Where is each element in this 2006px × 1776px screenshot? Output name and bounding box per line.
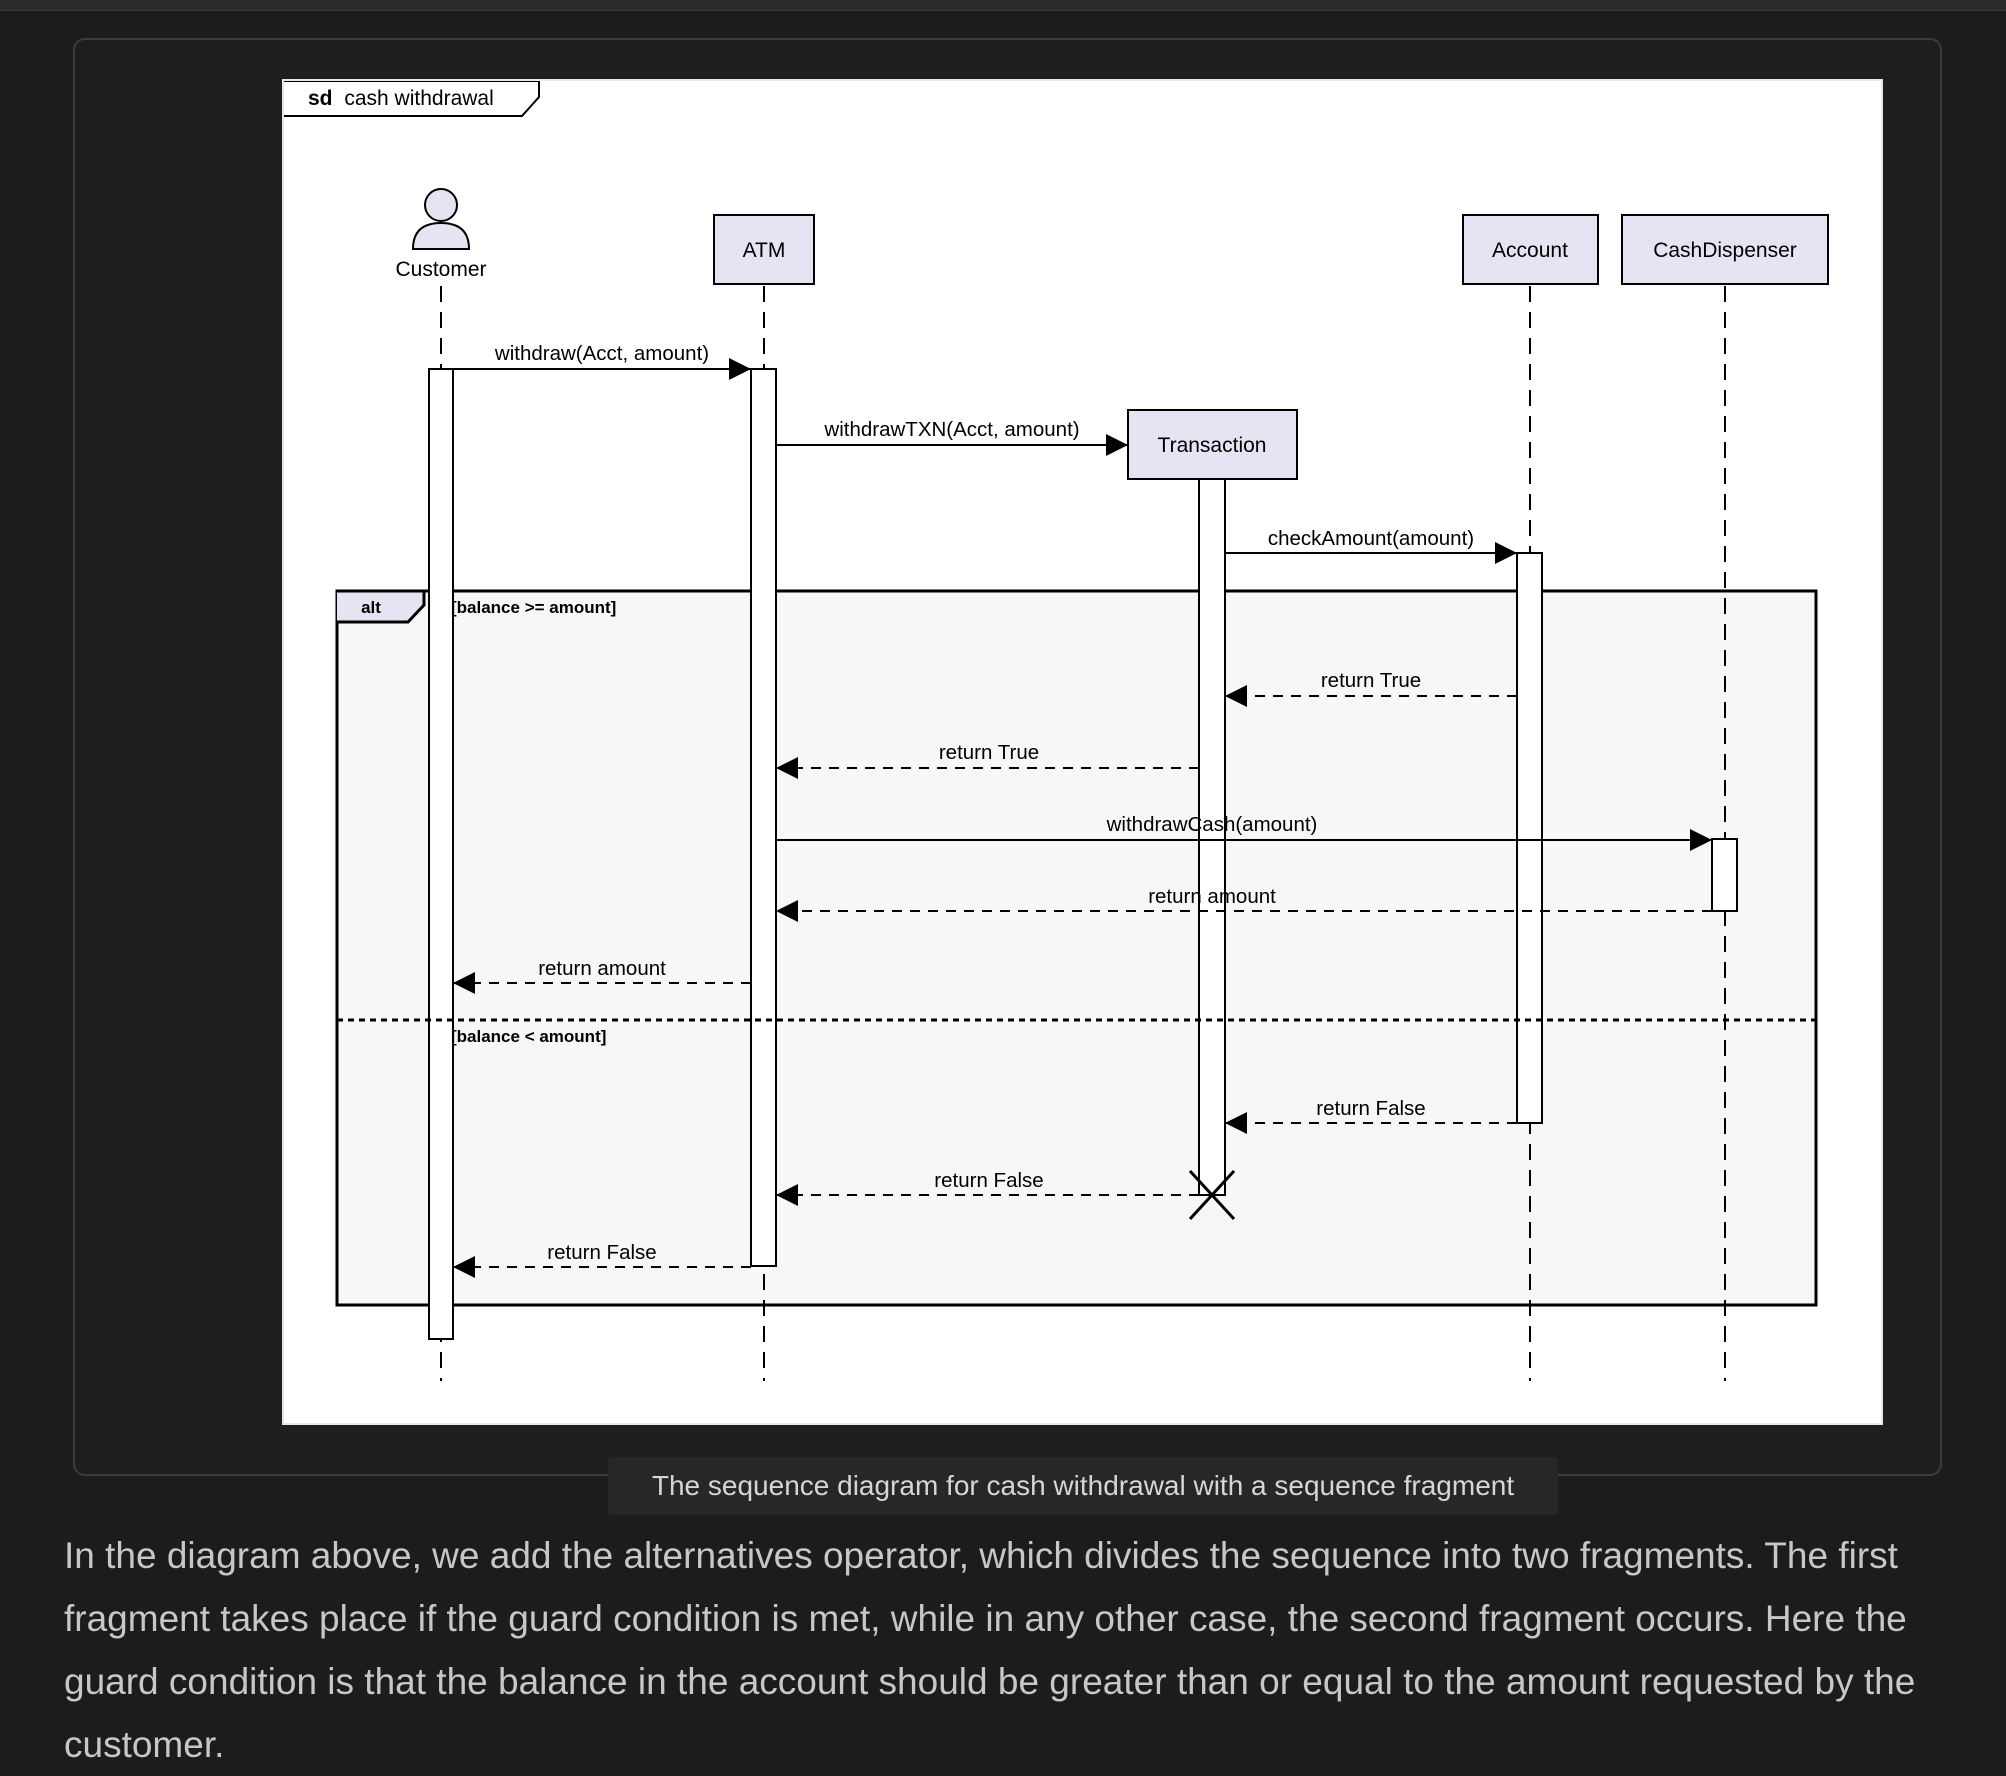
ret-amount-atm-label: return amount [538,957,666,980]
figure-card: sd cash withdrawal Customer A [73,38,1942,1515]
frame-keyword: sd [308,87,333,110]
ret-true-transaction-label: return True [939,741,1039,764]
msg-withdraw-label: withdraw(Acct, amount) [494,342,709,365]
top-border [0,0,2006,11]
sequence-diagram: sd cash withdrawal Customer A [282,79,1883,1425]
guard-balance-ge-amount: [balance >= amount] [451,598,616,617]
destruction-x-icon [1188,1169,1236,1221]
account-label: Account [1492,239,1568,262]
msg-withdraw-txn-label: withdrawTXN(Acct, amount) [823,418,1079,441]
activation-transaction [1198,478,1226,1196]
ret-false-transaction-label: return False [934,1169,1043,1192]
frame-title-tab: sd cash withdrawal [284,81,540,117]
atm-label: ATM [743,239,786,262]
frame-name: cash withdrawal [344,87,493,110]
participant-account: Account [1462,214,1599,285]
activation-account [1516,552,1543,1124]
alt-operator-tab: alt [337,589,426,624]
activation-customer [428,368,454,1340]
customer-label: Customer [395,258,486,281]
msg-withdraw-cash-label: withdrawCash(amount) [1106,813,1318,836]
msg-check-amount-label: checkAmount(amount) [1268,527,1474,550]
participant-transaction: Transaction [1127,409,1298,480]
activation-atm [750,368,777,1267]
ret-true-account-label: return True [1321,669,1421,692]
alt-fragment [335,589,1818,1307]
transaction-label: Transaction [1158,434,1267,457]
sequence-diagram-svg: sd cash withdrawal Customer A [284,81,1829,1381]
figure-caption: The sequence diagram for cash withdrawal… [608,1457,1558,1515]
actor-head [424,188,458,222]
activation-bars [428,368,1738,1340]
body-paragraph: In the diagram above, we add the alterna… [64,1535,1916,1765]
alt-operator-label: alt [361,598,381,617]
activation-cash-dispenser [1711,838,1738,912]
cash-dispenser-label: CashDispenser [1653,239,1797,262]
actor-body [411,221,471,250]
return-messages [453,685,1712,1278]
svg-text:sd cash withdrawal: sd cash withdrawal [308,87,494,110]
participant-cash-dispenser: CashDispenser [1621,214,1829,285]
ret-amount-dispenser-label: return amount [1148,885,1276,908]
guard-balance-lt-amount: [balance < amount] [451,1027,606,1046]
participant-customer: Customer [395,188,487,281]
participant-atm: ATM [713,214,815,285]
ret-false-atm-label: return False [547,1241,656,1264]
sync-messages [453,358,1712,851]
ret-false-account-label: return False [1316,1097,1425,1120]
